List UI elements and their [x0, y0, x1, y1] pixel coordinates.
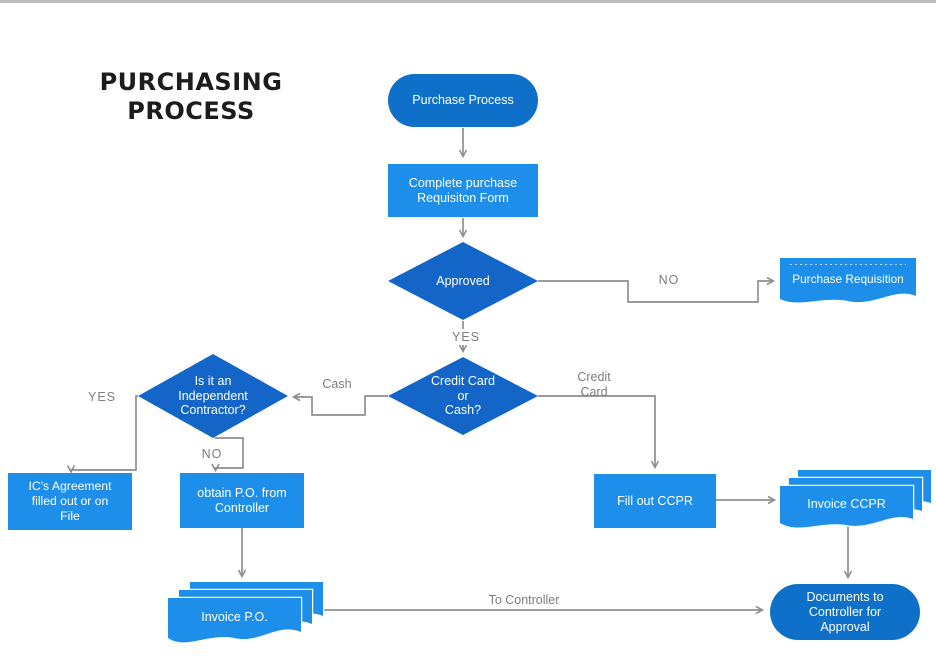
document-stack-invoice-ccpr[interactable] [778, 468, 933, 529]
decision-independent-contractor[interactable] [138, 354, 288, 438]
label-line: obtain P.O. from [197, 485, 287, 500]
connector-credit-card-branch [538, 395, 660, 470]
decision-credit-or-cash[interactable] [388, 357, 538, 435]
edge-label-no-right: NO [645, 272, 693, 289]
label-line: NO [201, 446, 223, 461]
connector-contractor-yes [66, 395, 138, 474]
label-line: To Controller [488, 592, 560, 607]
label-line: YES [451, 329, 480, 344]
label-line: Fill out CCPR [617, 493, 693, 508]
label-line: IC's Agreement [28, 479, 112, 493]
label-line: NO [658, 273, 680, 287]
document-stack-invoice-po[interactable] [166, 580, 325, 644]
label-line: Controller for [808, 604, 882, 619]
label-line: Purchase Process [412, 93, 514, 107]
label-line: Requisiton Form [417, 190, 509, 205]
page-title: PURCHASING PROCESS [76, 68, 306, 126]
process-complete-requisition-form[interactable]: Complete purchase Requisiton Form [388, 164, 538, 217]
edge-label-credit-card: Credit Card [566, 369, 622, 400]
label-line: File [60, 509, 80, 523]
label-line: Complete purchase [408, 175, 518, 190]
document-purchase-requisition[interactable] [780, 258, 916, 303]
window-top-bar [0, 0, 936, 3]
process-obtain-po[interactable]: obtain P.O. from Controller [180, 473, 304, 528]
connector-contractor-no [211, 437, 244, 473]
edge-label-yes-down: YES [443, 329, 489, 345]
edge-label-to-controller: To Controller [464, 592, 584, 608]
edge-label-yes-left: YES [80, 389, 124, 405]
label-line: YES [87, 389, 116, 404]
connector-approved-no [538, 276, 776, 303]
edge-label-no-left: NO [190, 446, 234, 462]
label-line: Documents to [806, 589, 884, 604]
label-line: Approval [820, 619, 870, 634]
label-line: Card [580, 384, 608, 399]
title-line: PURCHASING [99, 68, 283, 96]
label-line: Cash [322, 376, 352, 391]
terminator-purchase-process[interactable]: Purchase Process [388, 74, 538, 127]
terminator-docs-to-controller[interactable]: Documents to Controller for Approval [770, 584, 920, 640]
connector-cash-branch [291, 392, 388, 416]
label-line: Credit [577, 369, 611, 384]
document-page-front [166, 596, 303, 644]
label-line: Controller [214, 500, 270, 515]
decision-approved[interactable] [388, 242, 538, 320]
document-page-front [778, 484, 915, 529]
edge-label-cash: Cash [312, 376, 362, 392]
process-ic-agreement[interactable]: IC's Agreement filled out or on File [8, 473, 132, 530]
label-line: filled out or on [31, 494, 109, 508]
process-fill-out-ccpr[interactable]: Fill out CCPR [594, 474, 716, 528]
title-line: PROCESS [127, 97, 255, 125]
